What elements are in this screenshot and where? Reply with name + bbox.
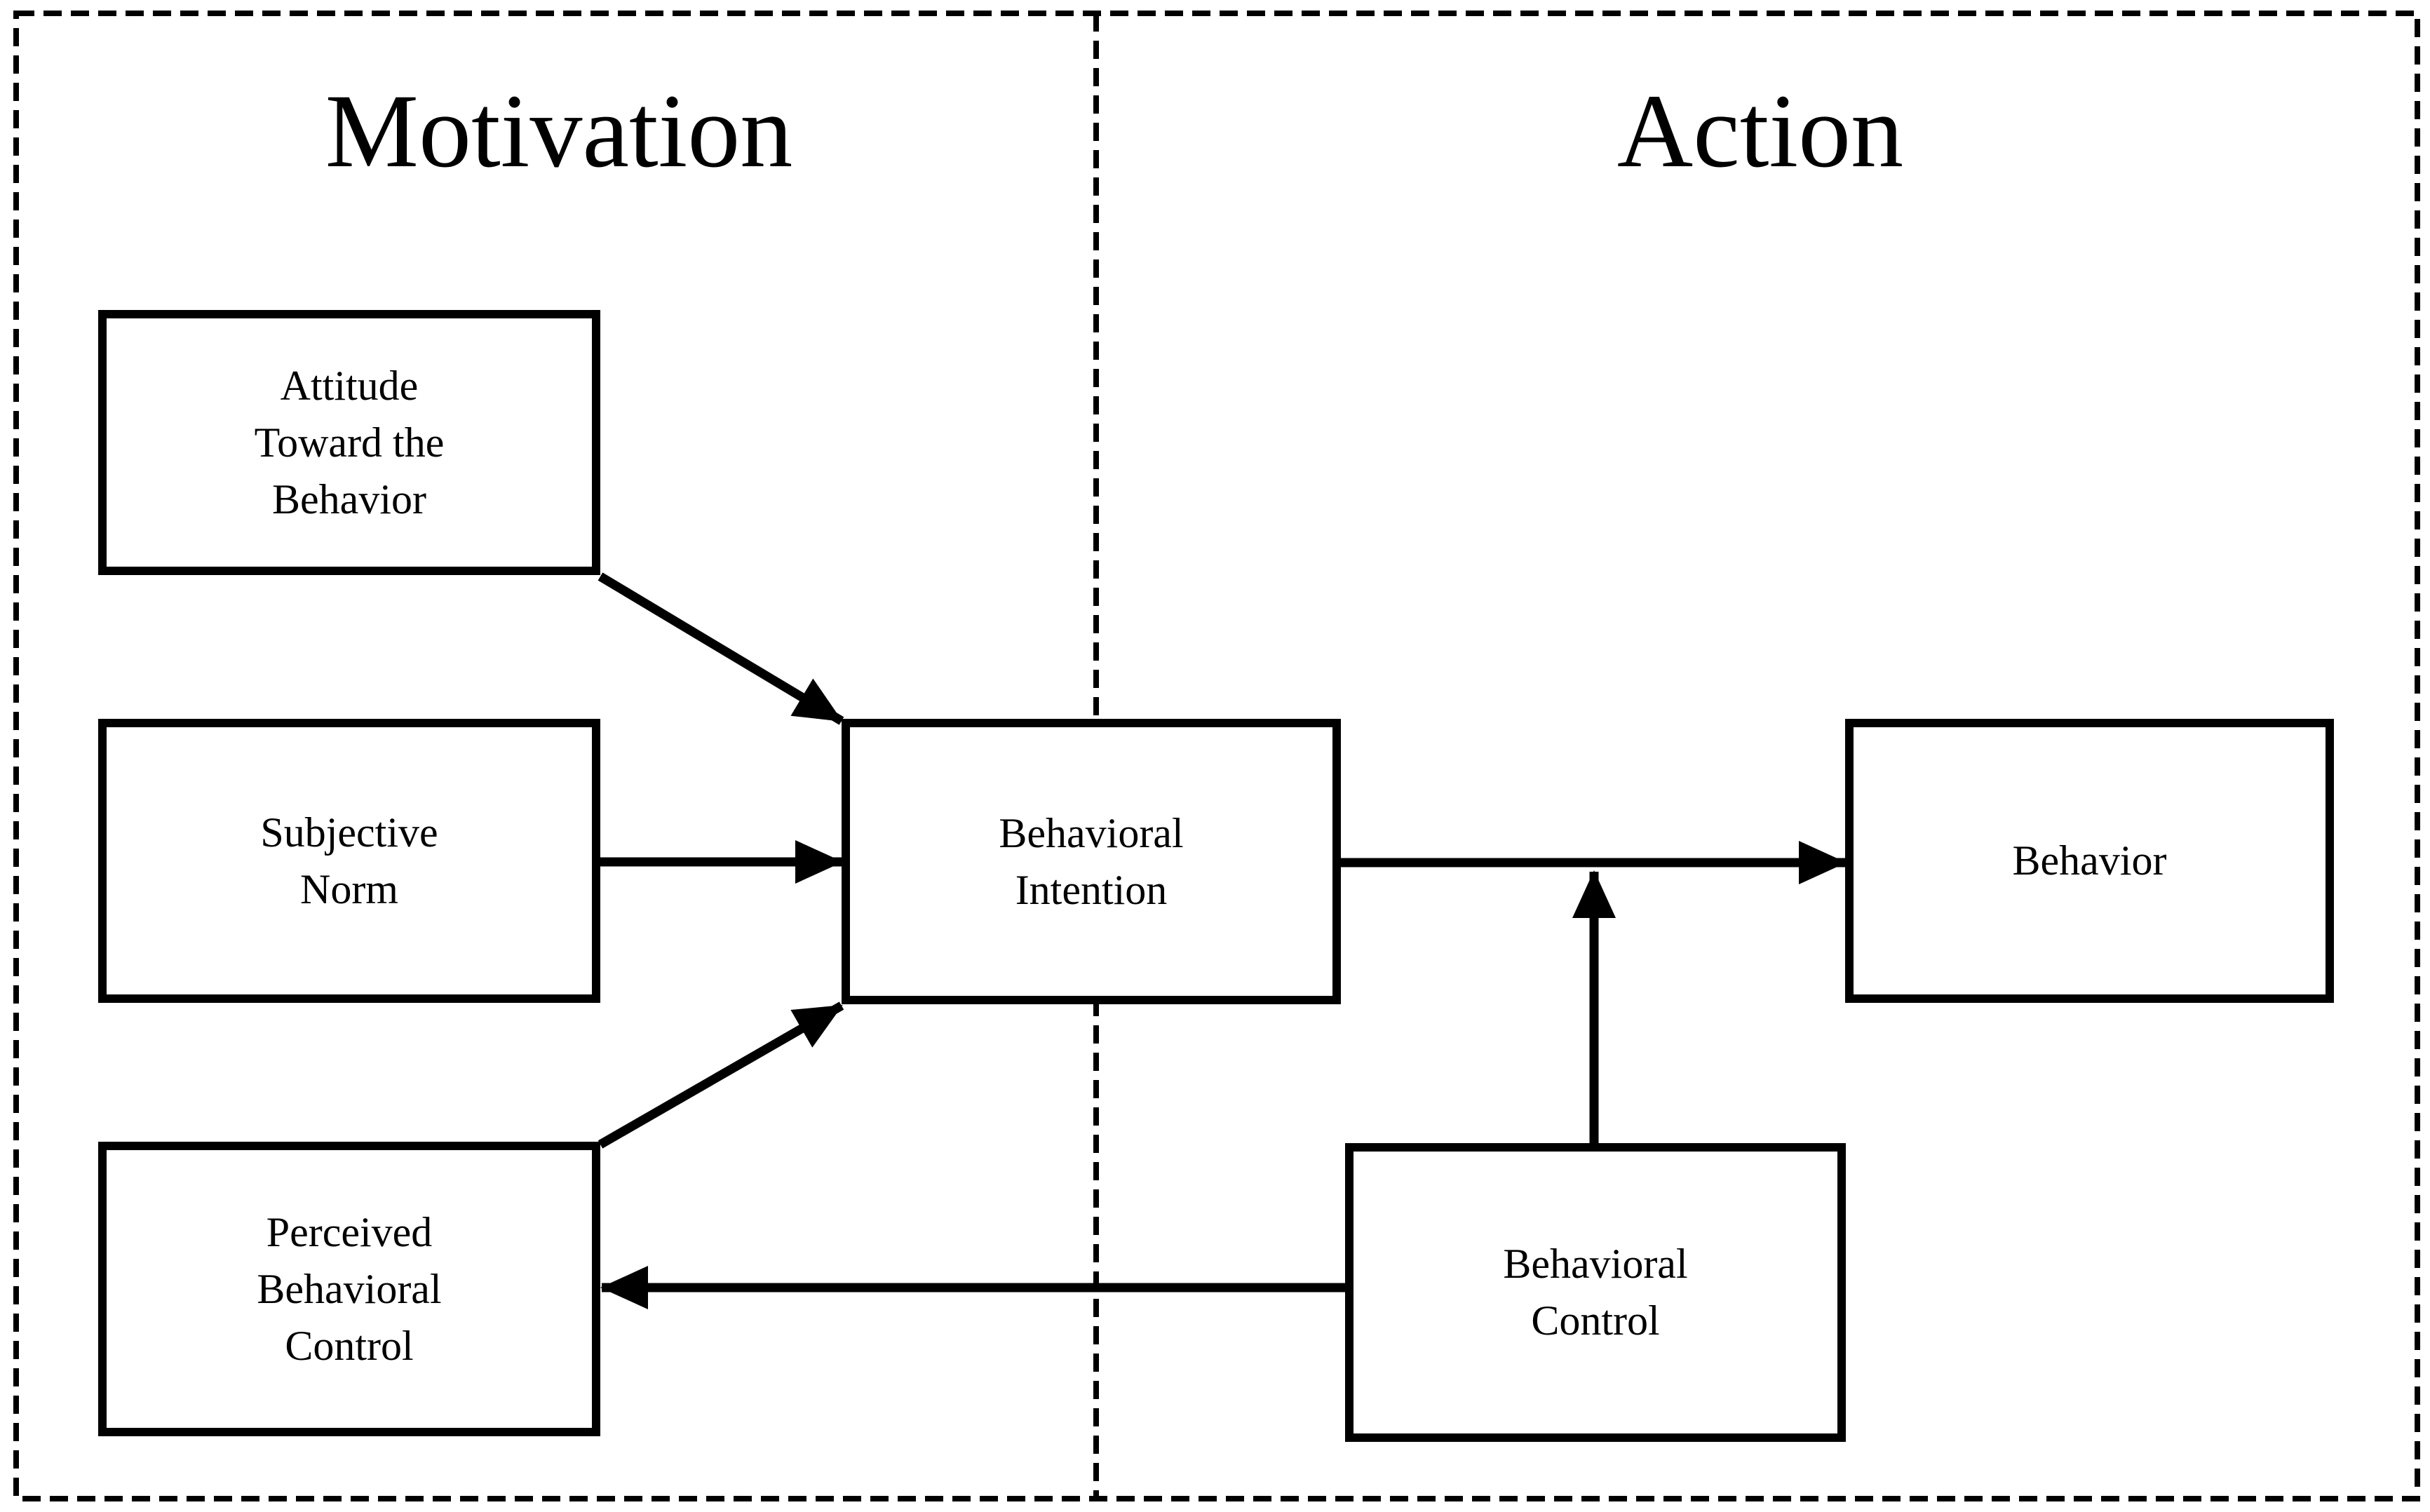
outer-dashed-border (13, 11, 2420, 1501)
box-behavior: Behavior (1845, 719, 2334, 1003)
box-label-line: Attitude (280, 362, 419, 409)
box-behavioral-control: Behavioral Control (1345, 1143, 1846, 1442)
box-label-line: Perceived (266, 1208, 433, 1255)
box-label-line: Behavior (2012, 837, 2167, 884)
arrow-pbc-to-intention (598, 1001, 844, 1149)
box-perceived-behavioral-control: Perceived Behavioral Control (98, 1142, 600, 1436)
box-label-line: Behavior (272, 475, 426, 522)
box-label-line: Norm (300, 865, 398, 912)
box-label-line: Behavioral (1503, 1241, 1688, 1287)
box-subjective-norm: Subjective Norm (98, 719, 600, 1003)
box-label-line: Toward the (254, 419, 445, 466)
box-label-line: Behavioral (257, 1265, 442, 1312)
box-label-line: Control (1531, 1297, 1660, 1344)
box-label-line: Subjective (260, 809, 438, 856)
box-attitude-toward-the-behavior: Attitude Toward the Behavior (98, 310, 600, 575)
section-title-action: Action (1616, 73, 1904, 189)
box-behavioral-intention: Behavioral Intention (842, 719, 1341, 1004)
arrow-attitude-to-intention (598, 572, 844, 725)
box-label-line: Behavioral (999, 809, 1184, 856)
section-title-motivation: Motivation (325, 73, 793, 189)
box-label-line: Control (285, 1322, 414, 1369)
box-label-line: Intention (1015, 866, 1168, 913)
